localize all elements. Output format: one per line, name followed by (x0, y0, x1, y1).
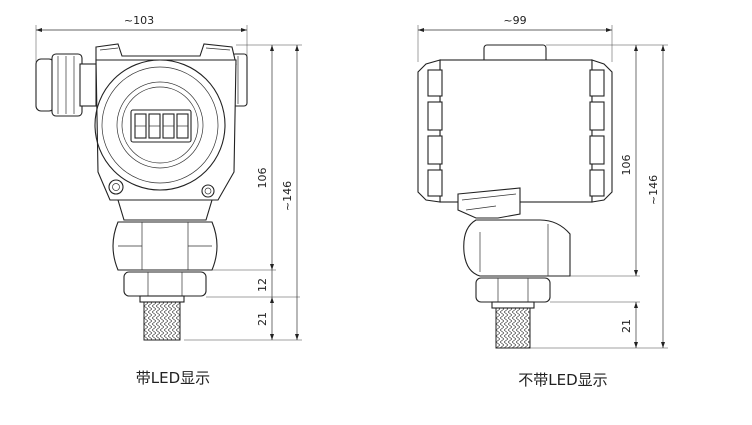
caption-with-led: 带LED显示 (136, 369, 210, 387)
led-display (130, 109, 192, 143)
hex-nut-left (123, 271, 207, 297)
caption-without-led: 不带LED显示 (518, 371, 607, 389)
cover-fins-left (417, 59, 443, 203)
left-dim-146: ~146 (281, 181, 294, 211)
display-cover (94, 59, 226, 191)
left-width-label: ~103 (124, 14, 154, 27)
right-dim-21: 21 (620, 319, 633, 333)
right-height-dimensions: 106 21 ~146 (530, 44, 668, 349)
cable-gland-left (35, 53, 97, 117)
right-dim-106: 106 (620, 155, 633, 176)
cover-fins-right (589, 59, 613, 203)
right-width-label: ~99 (503, 14, 526, 27)
hex-nut-right (475, 277, 551, 303)
ground-screw-right (201, 184, 215, 198)
transmitter-with-led: ~103 (35, 14, 302, 387)
thread-fitting-right (491, 301, 535, 349)
right-width-dimension: ~99 (417, 14, 613, 62)
left-height-dimensions: 106 12 21 ~146 (184, 44, 302, 341)
left-dim-21: 21 (256, 312, 269, 326)
ground-screw-left (108, 179, 124, 195)
left-dim-106: 106 (256, 168, 269, 189)
housing-body (95, 59, 237, 201)
left-width-dimension: ~103 (35, 14, 248, 62)
right-dim-146: ~146 (647, 175, 660, 205)
transmitter-without-led: ~99 (417, 14, 668, 389)
left-dim-12: 12 (256, 278, 269, 292)
thread-fitting-left (139, 295, 185, 341)
adapter-side (463, 219, 571, 277)
housing-side (439, 59, 593, 203)
